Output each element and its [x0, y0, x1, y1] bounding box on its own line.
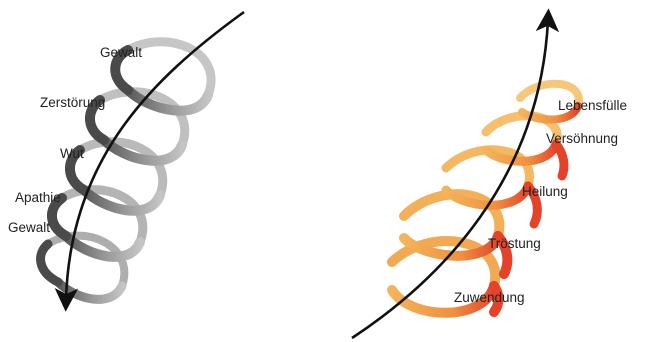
left-label-3: Wut [60, 146, 84, 161]
left-label-5: Gewalt [8, 220, 50, 235]
left-coils [41, 42, 212, 300]
left-label-4: Apathie [15, 190, 61, 205]
right-label-4: Tröstung [488, 236, 541, 251]
left-coil-dark-5 [41, 244, 58, 282]
right-label-2: Versöhnung [546, 131, 618, 146]
right-coil-front-3 [446, 186, 528, 205]
right-spiral: Lebensfülle Versöhnung Heilung Tröstung … [352, 20, 627, 338]
left-label-1: Gewalt [100, 45, 142, 60]
right-coil-back-4 [404, 194, 499, 236]
left-spiral: Gewalt Zerstörung Wut Apathie Gewalt [8, 12, 244, 300]
right-label-3: Heilung [522, 184, 568, 199]
left-label-2: Zerstörung [40, 95, 105, 110]
right-label-1: Lebensfülle [558, 98, 627, 113]
right-label-5: Zuwendung [454, 290, 525, 305]
right-coil-red-1 [556, 144, 564, 176]
